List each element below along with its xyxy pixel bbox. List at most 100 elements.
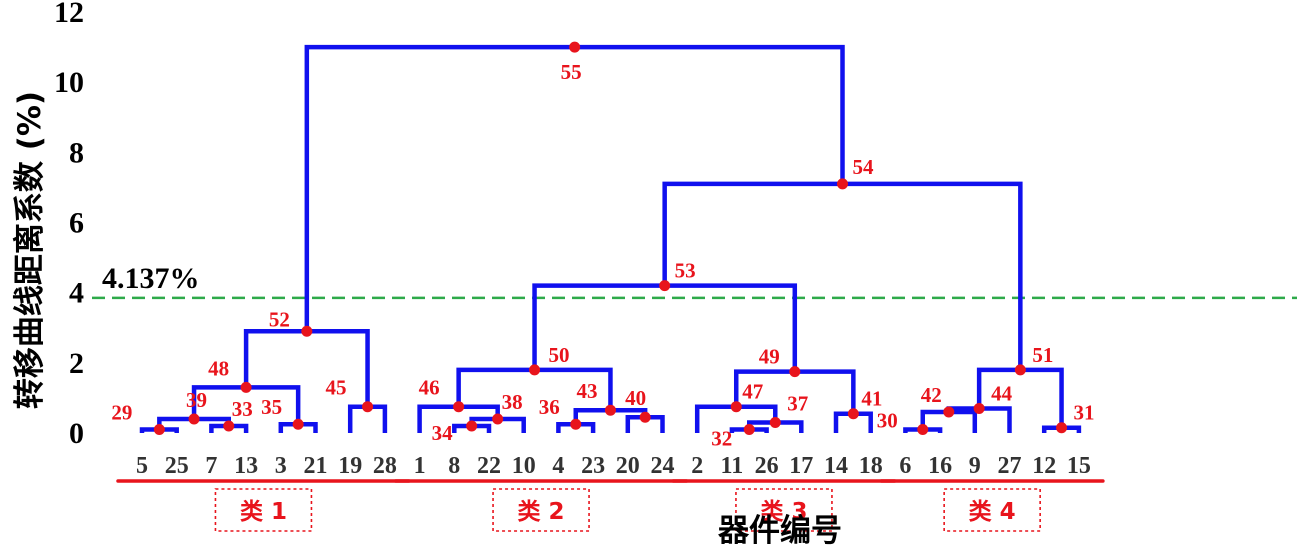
node-label: 43: [576, 379, 597, 403]
dendrogram-links: [139, 44, 1082, 433]
leaf-label: 16: [928, 453, 952, 479]
threshold-group: 4.137%: [92, 262, 1297, 300]
node-label: 54: [853, 155, 875, 179]
leaf-label: 17: [789, 453, 813, 479]
leaf-label: 7: [205, 453, 217, 479]
leaf-label: 9: [969, 453, 981, 479]
node-marker: [1014, 364, 1026, 376]
leaf-label: 20: [616, 453, 640, 479]
node-label: 48: [208, 356, 229, 380]
node-marker: [570, 418, 582, 430]
node-marker: [492, 413, 504, 425]
leaf-label: 1: [414, 453, 426, 479]
threshold-label: 4.137%: [102, 262, 200, 295]
node-marker: [362, 401, 374, 413]
node-marker: [223, 420, 235, 432]
cluster-box: [943, 488, 1041, 532]
cluster-box: [492, 488, 590, 532]
y-tick-label: 12: [54, 0, 84, 29]
cluster-label: 类 4: [969, 499, 1016, 525]
node-label: 40: [625, 386, 646, 410]
node-label: 49: [759, 345, 780, 369]
node-marker: [453, 401, 465, 413]
cluster-label: 类 1: [240, 499, 287, 525]
link-node-55: [304, 44, 845, 332]
node-marker: [1056, 422, 1068, 434]
leaf-label: 24: [651, 453, 675, 479]
cluster-box: [735, 488, 833, 532]
node-marker: [743, 423, 755, 435]
node-label: 31: [1074, 401, 1095, 425]
node-marker: [730, 401, 742, 413]
leaf-label: 15: [1067, 453, 1091, 479]
y-tick-label: 0: [69, 417, 84, 450]
cluster-label: 类 3: [760, 499, 807, 525]
node-label: 33: [232, 397, 253, 421]
y-tick-label: 10: [54, 66, 84, 99]
leaf-label: 21: [304, 453, 328, 479]
leaf-label: 26: [755, 453, 779, 479]
leaf-label: 18: [859, 453, 883, 479]
leaf-label: 3: [275, 453, 287, 479]
node-label: 29: [111, 400, 132, 424]
node-label: 38: [502, 390, 523, 414]
node-label: 44: [991, 381, 1013, 405]
node-label: 36: [539, 395, 560, 419]
node-label: 35: [261, 395, 282, 419]
node-marker: [153, 423, 165, 435]
cluster-label: 类 2: [518, 499, 565, 525]
y-tick-label: 4: [69, 277, 84, 310]
node-label: 30: [877, 408, 898, 432]
node-marker: [847, 408, 859, 420]
node-marker: [769, 416, 781, 428]
node-label: 42: [921, 383, 942, 407]
link-node-54: [662, 181, 1023, 370]
y-axis-label: 转移曲线距离系数 (%): [12, 91, 48, 409]
y-tick-label: 8: [69, 136, 84, 169]
leaf-label: 8: [448, 453, 460, 479]
leaf-label: 27: [998, 453, 1022, 479]
node-marker: [639, 411, 651, 423]
y-tick-label: 6: [69, 207, 84, 240]
node-label: 32: [711, 426, 732, 450]
node-marker: [240, 381, 252, 393]
node-label: 55: [561, 60, 582, 84]
node-marker: [837, 178, 849, 190]
leaf-label: 25: [165, 453, 189, 479]
node-marker: [917, 423, 929, 435]
node-marker: [659, 280, 671, 292]
node-label: 45: [326, 376, 347, 400]
node-label: 46: [419, 376, 440, 400]
node-marker: [789, 366, 801, 378]
node-label: 52: [269, 307, 290, 331]
leaf-label: 14: [824, 453, 848, 479]
leaf-label: 13: [234, 453, 258, 479]
leaf-label: 19: [338, 453, 362, 479]
node-marker: [529, 364, 541, 376]
leaf-label: 2: [691, 453, 703, 479]
node-marker: [604, 404, 616, 416]
node-label: 50: [549, 343, 570, 367]
node-marker: [943, 406, 955, 418]
node-marker: [292, 418, 304, 430]
cluster-box: [214, 488, 313, 532]
node-label: 34: [432, 421, 454, 445]
leaf-label: 10: [512, 453, 536, 479]
x-axis-label: 器件编号: [717, 513, 842, 549]
leaf-label: 23: [581, 453, 605, 479]
cluster-groups: 类 1 类 2 类 3 类 4: [116, 479, 1105, 532]
node-marker: [301, 325, 313, 337]
node-label: 39: [186, 388, 207, 412]
node-marker: [569, 41, 581, 53]
node-marker: [466, 420, 478, 432]
node-label: 41: [861, 387, 882, 411]
node-label: 37: [787, 391, 808, 415]
node-label: 53: [675, 259, 696, 283]
leaf-label: 5: [136, 453, 148, 479]
node-label: 51: [1032, 343, 1053, 367]
node-marker: [188, 413, 200, 425]
